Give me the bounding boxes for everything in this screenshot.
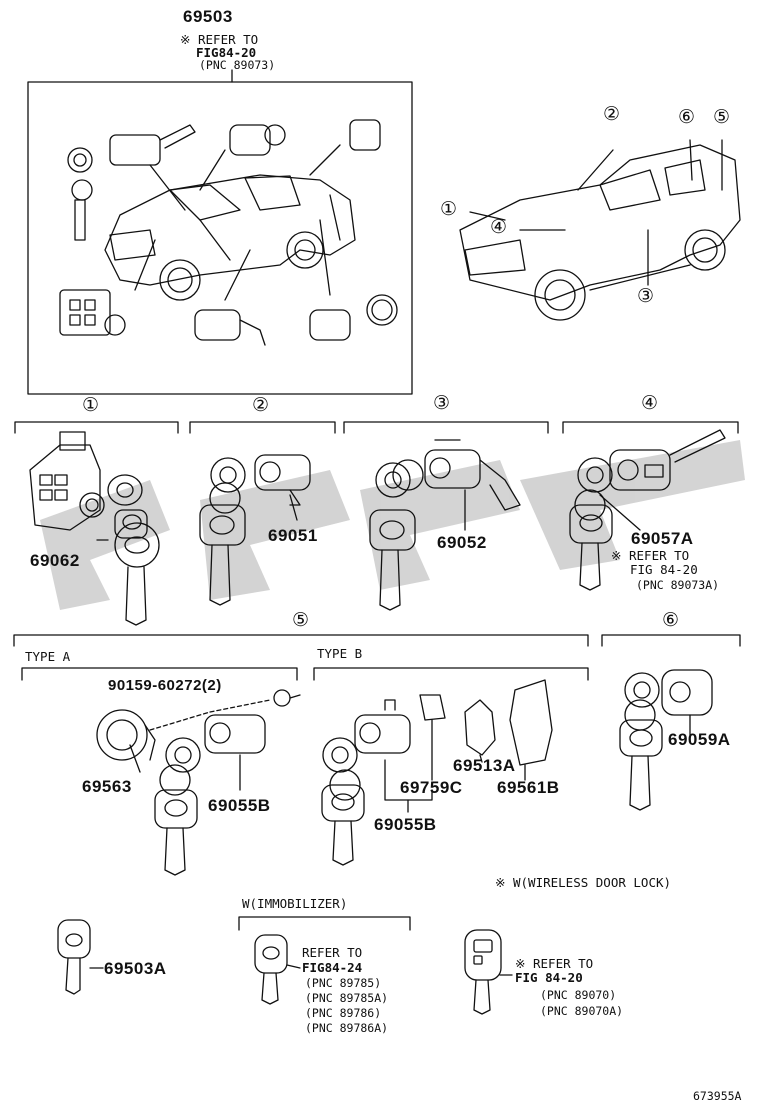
part-69059a-illustration bbox=[619, 669, 713, 811]
remote-pnc-2: (PNC 89070A) bbox=[540, 1004, 624, 1018]
part-number-69062: 69062 bbox=[30, 551, 80, 570]
part-69052-illustration bbox=[369, 439, 521, 611]
refer-note: ※ REFER TO bbox=[180, 32, 259, 47]
bracket-6 bbox=[601, 634, 741, 647]
part-number-69561b: 69561B bbox=[497, 778, 560, 797]
type-a-label: TYPE A bbox=[25, 649, 71, 664]
immobilizer-pnc-3: (PNC 89786) bbox=[305, 1006, 382, 1020]
bracket-4 bbox=[562, 421, 739, 434]
immobilizer-title: W(IMMOBILIZER) bbox=[242, 896, 348, 911]
callout-section-5: ⑤ bbox=[292, 610, 310, 631]
callout-car-5: ⑤ bbox=[713, 107, 731, 128]
callout-section-2: ② bbox=[252, 395, 270, 416]
part-type-a-illustration bbox=[96, 689, 301, 876]
part-number-69759c: 69759C bbox=[400, 778, 463, 797]
bracket-5 bbox=[13, 634, 589, 647]
bracket-immobilizer bbox=[238, 916, 411, 931]
key-69503a-illustration bbox=[57, 919, 104, 995]
part-69057a-illustration bbox=[569, 429, 726, 591]
key-remote-illustration bbox=[464, 929, 513, 1015]
immobilizer-pnc-4: (PNC 89786A) bbox=[305, 1021, 389, 1035]
part-number-69503a: 69503A bbox=[104, 959, 167, 978]
type-b-label: TYPE B bbox=[317, 646, 363, 661]
part-number-69051: 69051 bbox=[268, 526, 318, 545]
callout-section-6: ⑥ bbox=[662, 610, 680, 631]
remote-refer: ※ REFER TO bbox=[515, 956, 594, 971]
bracket-type-b bbox=[313, 667, 589, 681]
bracket-2 bbox=[189, 421, 336, 434]
bracket-type-a bbox=[21, 667, 298, 681]
callout-section-3: ③ bbox=[433, 393, 451, 414]
callout-section-1: ① bbox=[82, 395, 100, 416]
car-illustration-right bbox=[459, 139, 741, 321]
box-parts bbox=[59, 119, 398, 346]
part-69051-illustration bbox=[199, 454, 311, 606]
refer-note-57a-1: ※ REFER TO bbox=[611, 548, 690, 563]
immobilizer-pnc-2: (PNC 89785A) bbox=[305, 991, 389, 1005]
watermark-logo bbox=[40, 440, 745, 610]
drawing-number: 673955A bbox=[693, 1089, 742, 1103]
part-number-90159: 90159-60272(2) bbox=[108, 677, 222, 694]
part-number-69055b-a: 69055B bbox=[208, 796, 271, 815]
immobilizer-fig: FIG84-24 bbox=[302, 960, 363, 975]
callout-car-1: ① bbox=[440, 199, 458, 220]
remote-pnc-1: (PNC 89070) bbox=[540, 988, 617, 1002]
callout-car-3: ③ bbox=[637, 286, 655, 307]
part-number-69503: 69503 bbox=[183, 7, 233, 26]
immobilizer-refer: REFER TO bbox=[302, 945, 363, 960]
remote-fig: FIG 84-20 bbox=[515, 970, 583, 985]
callout-car-6: ⑥ bbox=[678, 107, 696, 128]
callout-car-2: ② bbox=[603, 104, 621, 125]
immobilizer-pnc-1: (PNC 89785) bbox=[305, 976, 382, 990]
part-number-69052: 69052 bbox=[437, 533, 487, 552]
assembly-frame bbox=[27, 81, 413, 395]
part-69062-illustration bbox=[29, 431, 160, 626]
callout-section-4: ④ bbox=[641, 393, 659, 414]
key-immobilizer-illustration bbox=[254, 934, 301, 1005]
part-type-b-illustration bbox=[321, 679, 553, 866]
pnc-ref: (PNC 89073) bbox=[199, 58, 276, 72]
part-number-69057a: 69057A bbox=[631, 529, 694, 548]
part-number-69055b-b: 69055B bbox=[374, 815, 437, 834]
refer-note-57a-2: FIG 84-20 bbox=[630, 562, 698, 577]
figure-ref: FIG84-20 bbox=[196, 45, 257, 60]
part-number-69563: 69563 bbox=[82, 777, 132, 796]
bracket-3 bbox=[343, 421, 549, 434]
car-illustration-left bbox=[104, 174, 356, 301]
part-number-69059a: 69059A bbox=[668, 730, 731, 749]
callout-car-4: ④ bbox=[490, 217, 508, 238]
bracket-1 bbox=[14, 421, 179, 434]
wireless-note: ※ W(WIRELESS DOOR LOCK) bbox=[495, 875, 672, 890]
refer-note-57a-3: (PNC 89073A) bbox=[636, 578, 720, 592]
part-number-69513a: 69513A bbox=[453, 756, 516, 775]
